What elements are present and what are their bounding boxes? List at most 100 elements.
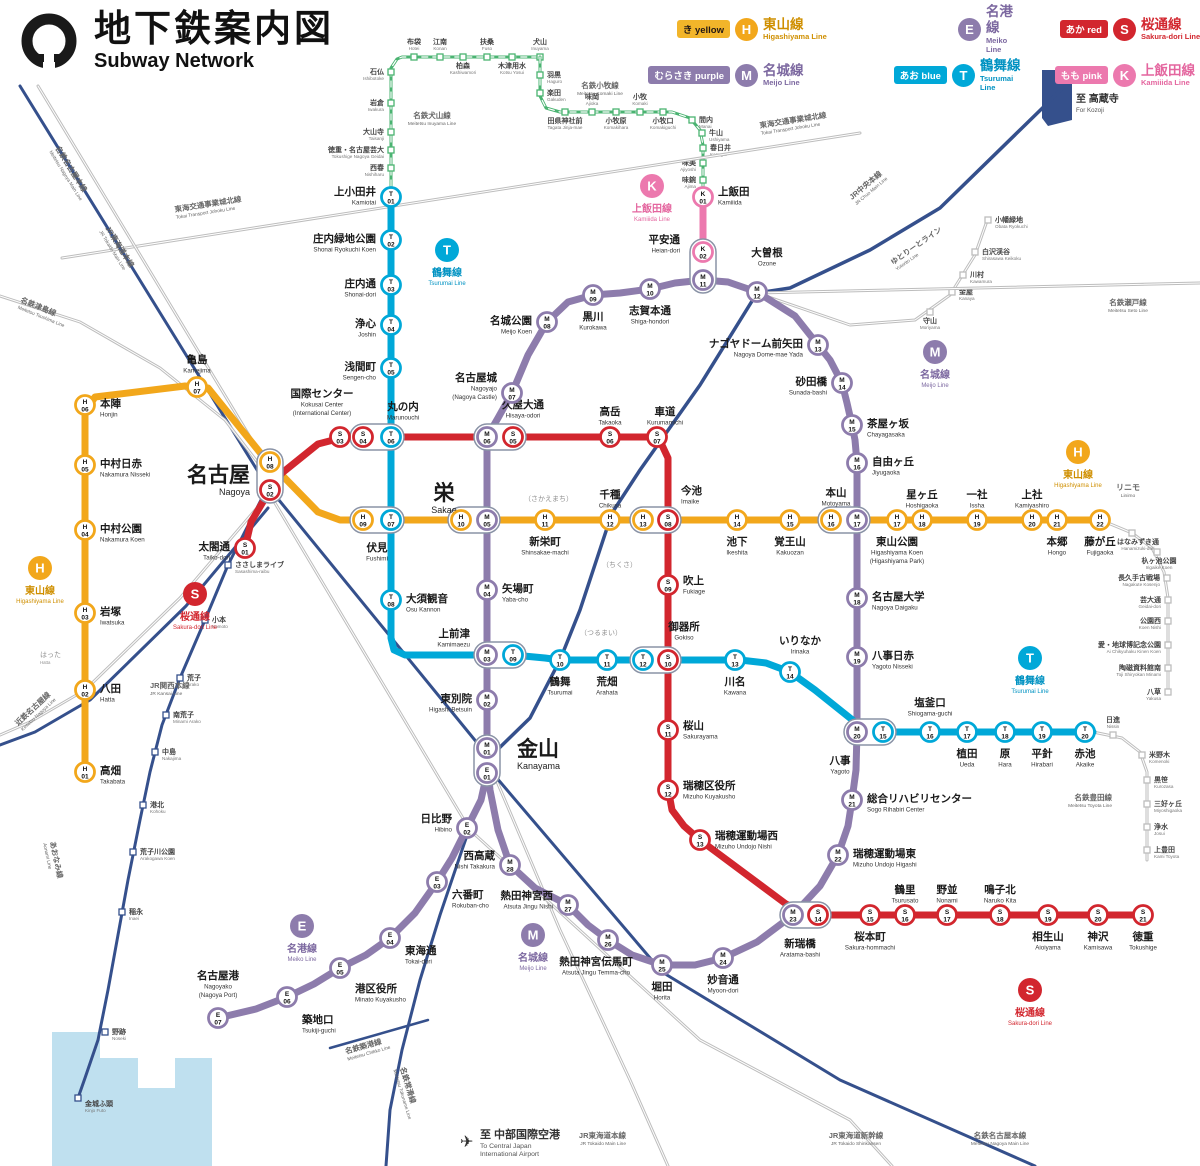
svg-text:07: 07 xyxy=(508,395,516,402)
svg-text:Aratama-bashi: Aratama-bashi xyxy=(780,952,820,959)
svg-text:12: 12 xyxy=(606,522,614,529)
M-line-symbol: M xyxy=(735,63,758,87)
svg-text:M: M xyxy=(700,274,705,281)
svg-text:岩塚: 岩塚 xyxy=(99,605,121,618)
svg-text:藤が丘: 藤が丘 xyxy=(1084,535,1116,548)
svg-text:T: T xyxy=(965,726,969,733)
svg-text:小幡緑地: 小幡緑地 xyxy=(994,215,1023,224)
svg-text:22: 22 xyxy=(834,857,842,864)
svg-text:10: 10 xyxy=(556,662,564,669)
svg-text:E: E xyxy=(285,991,290,998)
svg-text:Takaoka: Takaoka xyxy=(598,420,622,427)
svg-text:吹上: 吹上 xyxy=(683,574,704,587)
svg-text:13: 13 xyxy=(731,662,739,669)
svg-text:S: S xyxy=(608,431,613,438)
svg-text:はなみずき通: はなみずき通 xyxy=(1117,537,1160,546)
station-E01: E01 xyxy=(476,762,498,784)
svg-text:Hirabari: Hirabari xyxy=(1031,762,1053,769)
svg-text:01: 01 xyxy=(699,199,707,206)
H-line-symbol: H xyxy=(735,17,758,41)
svg-text:S: S xyxy=(1141,909,1146,916)
svg-text:12: 12 xyxy=(639,662,647,669)
misc-label: （さかえまち） xyxy=(524,495,573,503)
svg-text:M: M xyxy=(528,928,539,943)
svg-text:S: S xyxy=(868,909,873,916)
svg-text:05: 05 xyxy=(387,370,395,377)
svg-text:南荒子: 南荒子 xyxy=(173,710,194,719)
svg-text:Meijo Line: Meijo Line xyxy=(921,383,949,389)
svg-text:浅間町: 浅間町 xyxy=(345,360,377,373)
K-line-symbol: K xyxy=(1113,63,1136,87)
T-line-symbol: T xyxy=(951,63,975,87)
svg-text:S: S xyxy=(191,587,200,602)
svg-text:18: 18 xyxy=(996,917,1004,924)
svg-text:17: 17 xyxy=(963,734,971,741)
svg-text:K: K xyxy=(701,191,706,198)
svg-text:上社: 上社 xyxy=(1022,488,1044,501)
svg-text:M: M xyxy=(590,289,595,296)
svg-text:H: H xyxy=(83,399,88,406)
svg-text:Arakogawa Koen: Arakogawa Koen xyxy=(140,856,175,861)
svg-text:瑞穂運動場西: 瑞穂運動場西 xyxy=(715,829,778,842)
svg-text:S: S xyxy=(666,579,671,586)
svg-text:24: 24 xyxy=(719,960,727,967)
svg-text:M: M xyxy=(839,377,844,384)
svg-text:中村日赤: 中村日赤 xyxy=(100,457,142,470)
svg-text:04: 04 xyxy=(483,592,491,599)
svg-text:Kawana: Kawana xyxy=(724,690,747,697)
svg-text:Atsuta Jingu Nishi: Atsuta Jingu Nishi xyxy=(503,904,553,911)
svg-text:M: M xyxy=(854,726,859,733)
station-H16: H16 xyxy=(820,509,842,531)
svg-text:Hara: Hara xyxy=(998,762,1012,769)
svg-text:S: S xyxy=(666,514,671,521)
svg-text:高岳: 高岳 xyxy=(600,405,621,418)
svg-text:上飯田線: 上飯田線 xyxy=(632,202,672,215)
svg-text:K: K xyxy=(647,179,657,194)
svg-text:Kurozasa: Kurozasa xyxy=(1154,784,1174,789)
svg-text:H: H xyxy=(83,607,88,614)
nagoya-subway-logo xyxy=(21,13,77,72)
svg-text:Shirasawa Keikoku: Shirasawa Keikoku xyxy=(982,256,1022,261)
svg-text:名古屋: 名古屋 xyxy=(187,463,250,487)
station-T12: T12 xyxy=(632,649,654,671)
svg-text:Nagoya: Nagoya xyxy=(219,487,250,497)
svg-text:志賀本通: 志賀本通 xyxy=(629,304,671,317)
svg-text:20: 20 xyxy=(1094,917,1102,924)
svg-text:Heian-dori: Heian-dori xyxy=(651,248,680,255)
svg-text:T: T xyxy=(511,649,515,656)
line-name-label: 東海交通事業城北線Tokai Transport Johoku Line xyxy=(759,109,829,136)
svg-text:Tokushige: Tokushige xyxy=(1129,945,1157,952)
svg-text:東海通: 東海通 xyxy=(405,944,437,957)
svg-text:大山寺: 大山寺 xyxy=(363,127,384,136)
svg-text:ささしまライブ: ささしまライブ xyxy=(235,560,284,569)
svg-text:長久手古戦場: 長久手古戦場 xyxy=(1118,573,1160,582)
svg-text:05: 05 xyxy=(81,467,89,474)
svg-text:T: T xyxy=(1003,726,1007,733)
svg-text:Shonai Ryokuchi Koen: Shonai Ryokuchi Koen xyxy=(313,247,376,254)
svg-text:14: 14 xyxy=(733,522,741,529)
